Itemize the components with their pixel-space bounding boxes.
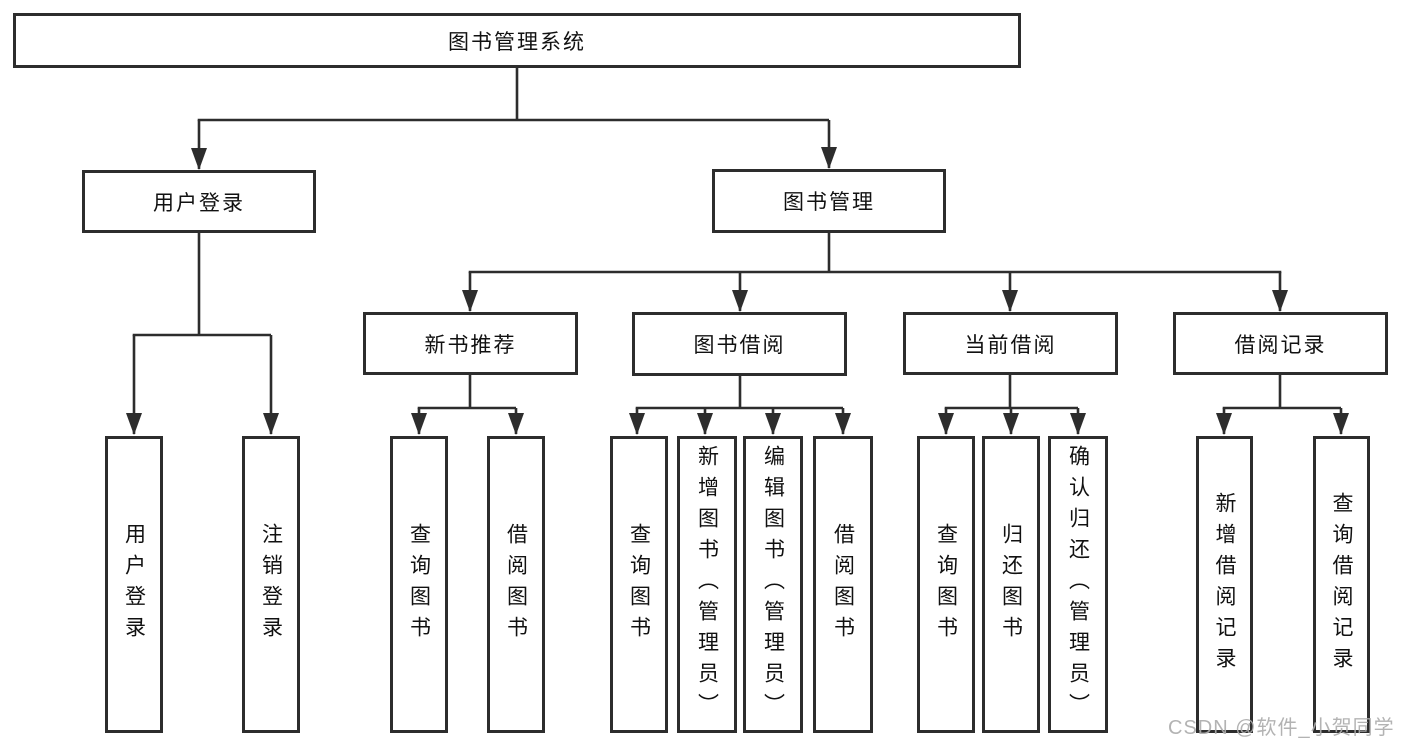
leaf-logout-login: 注销登录 — [242, 436, 300, 733]
leaf-borrow-books-label: 借阅图书 — [831, 522, 855, 647]
node-borrow-records-label: 借阅记录 — [1234, 333, 1327, 357]
node-user-login: 用户登录 — [82, 170, 316, 233]
leaf-user-login: 用户登录 — [105, 436, 163, 733]
node-user-login-label: 用户登录 — [153, 191, 245, 215]
leaf-query-books-current: 查询图书 — [917, 436, 975, 733]
leaf-return-books-label: 归还图书 — [999, 522, 1023, 647]
leaf-confirm-return-admin: 确认归还（管理员） — [1048, 436, 1108, 733]
node-borrow-records: 借阅记录 — [1173, 312, 1388, 375]
connector-root-to-level2 — [191, 68, 837, 170]
connector-new-book-recommend-children — [411, 375, 524, 435]
leaf-borrow-books-recommend: 借阅图书 — [487, 436, 545, 733]
connector-user-login-children — [126, 233, 279, 435]
leaf-query-borrow-record-label: 查询借阅记录 — [1330, 491, 1353, 678]
leaf-add-borrow-record-label: 新增借阅记录 — [1213, 491, 1236, 678]
leaf-logout-login-label: 注销登录 — [259, 522, 283, 647]
leaf-query-books-current-label: 查询图书 — [934, 522, 958, 647]
leaf-query-books-borrow: 查询图书 — [610, 436, 668, 733]
leaf-borrow-books: 借阅图书 — [813, 436, 873, 733]
node-book-management: 图书管理 — [712, 169, 946, 233]
connector-book-management-children — [462, 233, 1288, 312]
leaf-return-books: 归还图书 — [982, 436, 1040, 733]
csdn-watermark: CSDN @软件_小贺同学 — [1168, 717, 1395, 739]
node-current-borrow: 当前借阅 — [903, 312, 1118, 375]
node-root-label: 图书管理系统 — [448, 30, 586, 54]
leaf-query-borrow-record: 查询借阅记录 — [1313, 436, 1370, 733]
leaf-query-books-recommend-label: 查询图书 — [407, 522, 431, 647]
leaf-edit-books-admin-label: 编辑图书（管理员） — [761, 445, 785, 724]
leaf-add-books-admin-label: 新增图书（管理员） — [695, 445, 719, 724]
connector-current-borrow-children — [938, 375, 1086, 435]
leaf-query-books-recommend: 查询图书 — [390, 436, 448, 733]
connector-book-borrow-children — [629, 376, 851, 435]
node-book-borrow: 图书借阅 — [632, 312, 847, 376]
leaf-add-borrow-record: 新增借阅记录 — [1196, 436, 1253, 733]
leaf-user-login-label: 用户登录 — [122, 522, 146, 647]
node-book-management-label: 图书管理 — [783, 191, 875, 214]
leaf-edit-books-admin: 编辑图书（管理员） — [743, 436, 803, 733]
node-current-borrow-label: 当前借阅 — [964, 333, 1057, 357]
node-root: 图书管理系统 — [13, 13, 1021, 68]
leaf-confirm-return-admin-label: 确认归还（管理员） — [1066, 445, 1090, 724]
node-new-book-recommend-label: 新书推荐 — [424, 333, 517, 357]
leaf-borrow-books-recommend-label: 借阅图书 — [504, 522, 528, 647]
leaf-add-books-admin: 新增图书（管理员） — [677, 436, 737, 733]
node-book-borrow-label: 图书借阅 — [693, 334, 786, 357]
connector-borrow-records-children — [1216, 375, 1349, 435]
leaf-query-books-borrow-label: 查询图书 — [627, 522, 651, 647]
node-new-book-recommend: 新书推荐 — [363, 312, 578, 375]
